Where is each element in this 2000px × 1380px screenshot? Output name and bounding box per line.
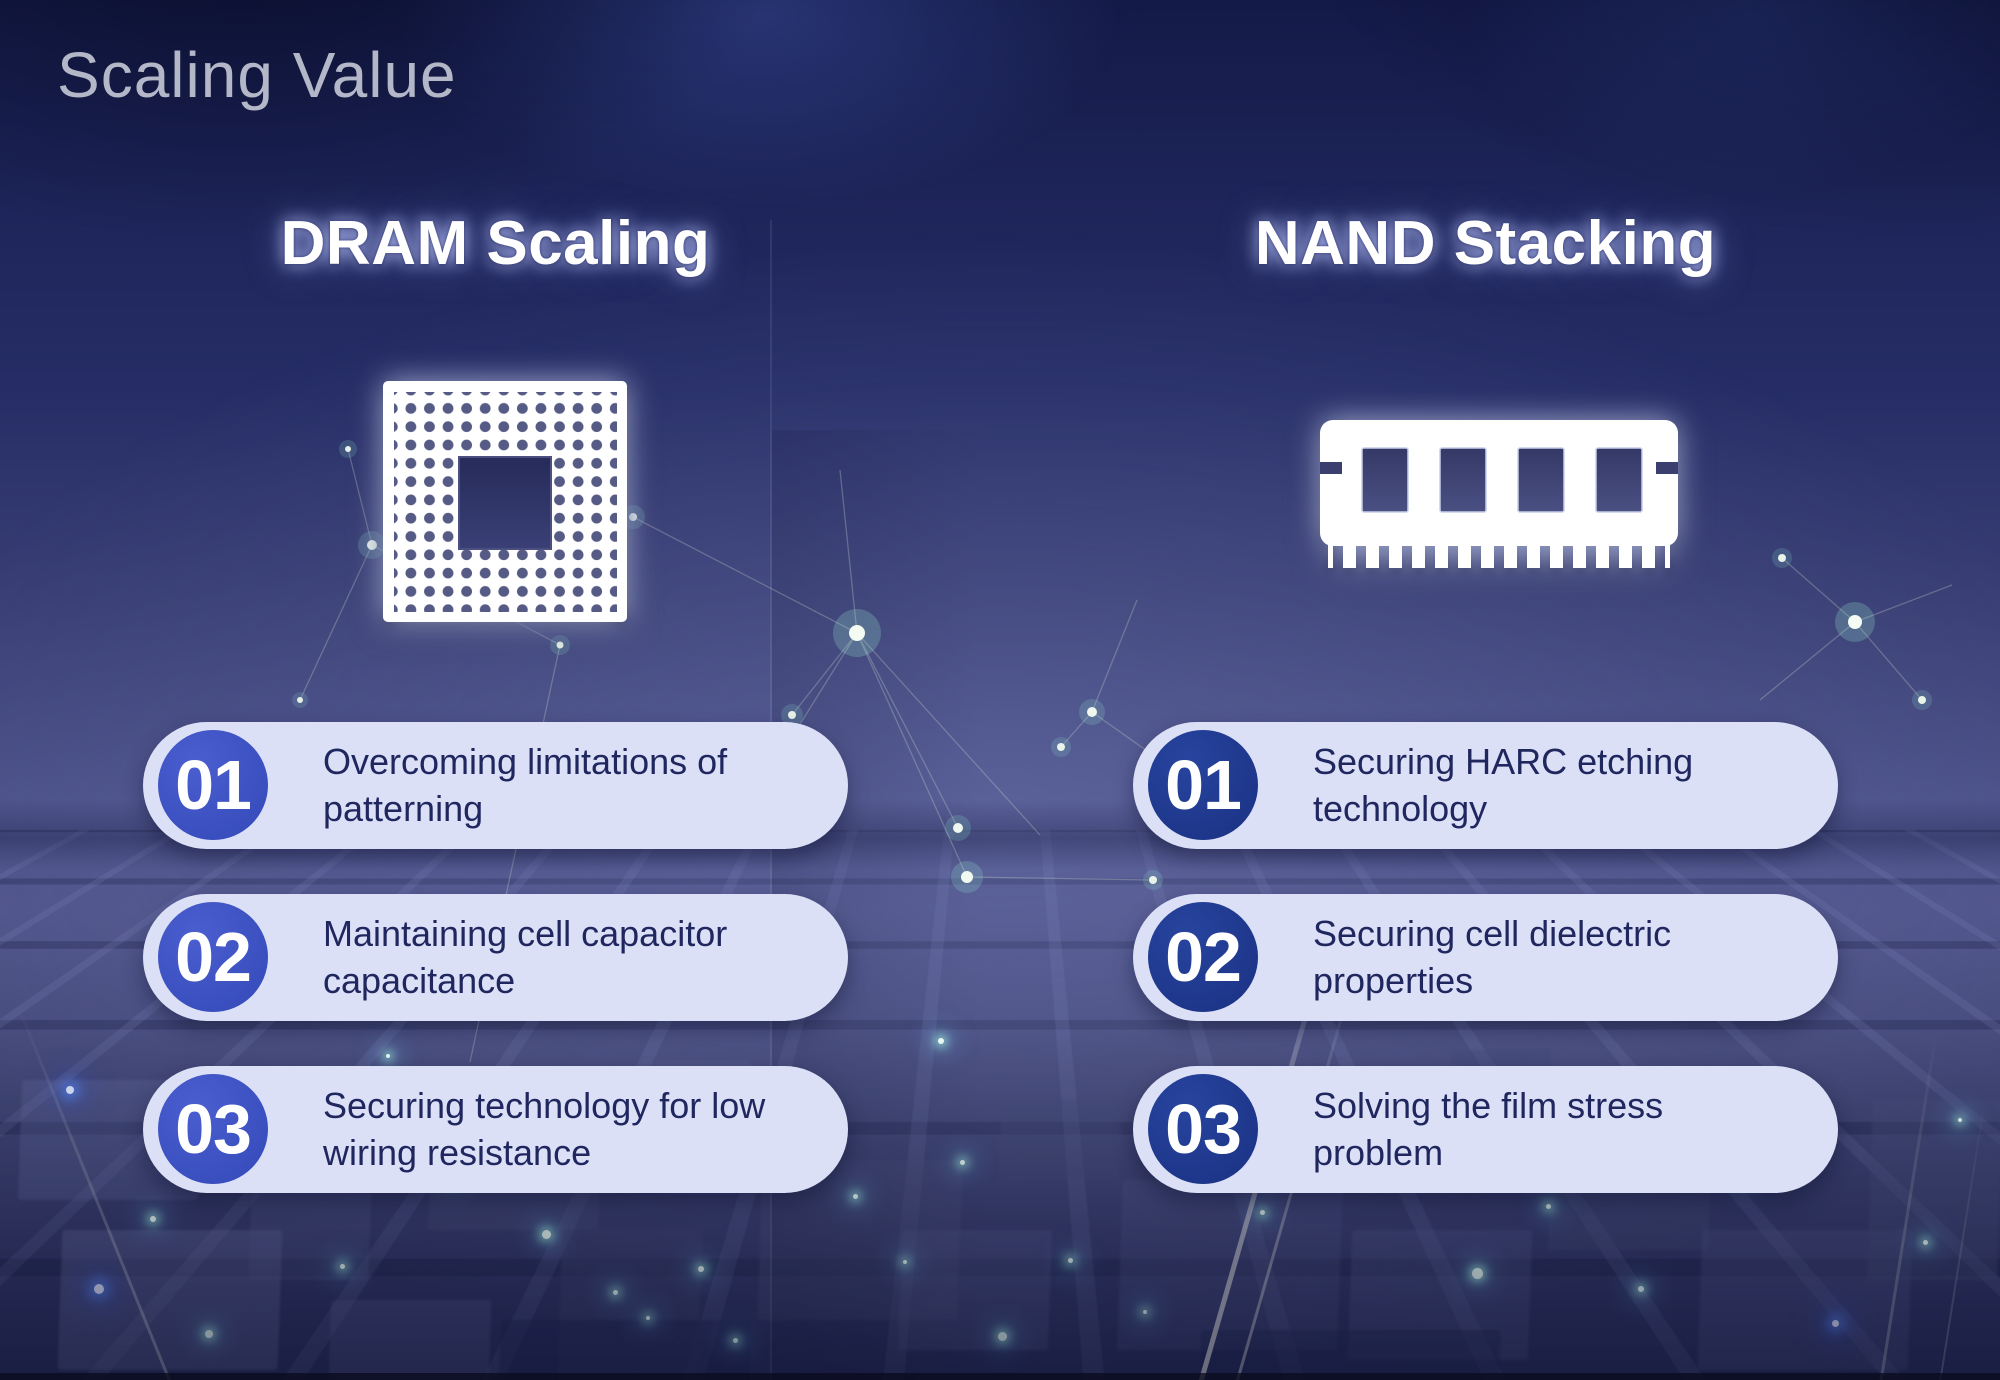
step-number-badge: 03	[158, 1074, 268, 1184]
step-number-badge: 01	[1148, 730, 1258, 840]
step-text: Securing cell dielectric properties	[1313, 911, 1758, 1003]
list-item: 01 Securing HARC etching technology	[1133, 722, 1838, 849]
list-item: 02 Securing cell dielectric properties	[1133, 894, 1838, 1021]
nand-heading: NAND Stacking	[1133, 208, 1838, 279]
dram-heading: DRAM Scaling	[143, 208, 848, 279]
list-item: 03 Solving the film stress problem	[1133, 1066, 1838, 1193]
step-number-badge: 03	[1148, 1074, 1258, 1184]
step-number-badge: 01	[158, 730, 268, 840]
step-text: Maintaining cell capacitor capacitance	[323, 911, 768, 1003]
page-title: Scaling Value	[57, 38, 457, 112]
step-text: Solving the film stress problem	[1313, 1083, 1758, 1175]
ram-module-icon	[1320, 420, 1678, 591]
list-item: 03 Securing technology for low wiring re…	[143, 1066, 848, 1193]
list-item: 01 Overcoming limitations of patterning	[143, 722, 848, 849]
step-text: Securing HARC etching technology	[1313, 739, 1758, 831]
step-text: Overcoming limitations of patterning	[323, 739, 768, 831]
dram-chip-icon	[383, 381, 627, 627]
step-text: Securing technology for low wiring resis…	[323, 1083, 768, 1175]
list-item: 02 Maintaining cell capacitor capacitanc…	[143, 894, 848, 1021]
bottom-strip	[0, 1373, 2000, 1380]
step-number-badge: 02	[158, 902, 268, 1012]
step-number-badge: 02	[1148, 902, 1258, 1012]
